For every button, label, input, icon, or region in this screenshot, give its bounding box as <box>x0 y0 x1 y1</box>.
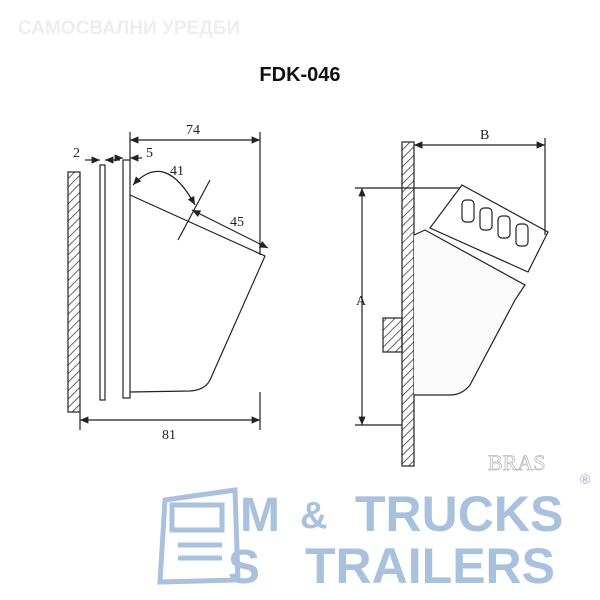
truck-icon <box>157 487 241 585</box>
product-code: FDK-046 <box>259 64 341 86</box>
dim-74: 74 <box>186 123 200 138</box>
wall-hatch <box>67 171 81 413</box>
cap-grille <box>461 199 529 247</box>
dim-45: 45 <box>230 215 244 230</box>
inner-grille <box>382 317 403 353</box>
dim-b: B <box>480 128 489 143</box>
registered-mark: ® <box>580 471 591 487</box>
corner-watermark: BRAS <box>488 450 545 475</box>
gasket-plate <box>99 164 106 401</box>
dim-a: A <box>356 294 367 309</box>
flange <box>122 159 131 399</box>
ms-trucks-trailers-logo: M S & TRUCKS TRAILERS ® BRAS <box>157 450 591 594</box>
logo-ampersand: & <box>300 495 327 537</box>
installed-view-drawing <box>355 138 549 467</box>
vent-cap <box>429 184 549 273</box>
wall-hatch <box>401 141 415 467</box>
logo-m: M <box>240 489 280 542</box>
dim-5: 5 <box>146 146 153 161</box>
dim-2: 2 <box>73 146 80 161</box>
vent-body <box>129 194 266 393</box>
logo-trailers: TRAILERS <box>305 538 555 594</box>
dim-81: 81 <box>162 428 176 443</box>
logo-s: S <box>228 541 260 594</box>
watermark-text: САМОСВАЛНИ УРЕДБИ <box>18 18 241 39</box>
logo-trucks: TRUCKS <box>355 486 563 542</box>
side-view-drawing <box>67 132 269 430</box>
dim-41: 41 <box>170 164 184 179</box>
vent-body <box>413 229 526 396</box>
